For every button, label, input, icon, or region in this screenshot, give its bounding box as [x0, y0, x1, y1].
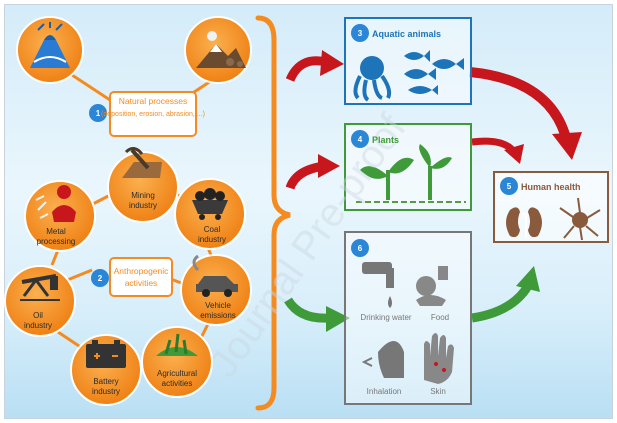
anthropogenic-subtitle: activities [125, 278, 158, 288]
badge-1-number: 1 [96, 109, 101, 118]
oil-pump-icon [20, 274, 60, 301]
source-node-coal [174, 178, 246, 250]
aquatic-animals-title: Aquatic animals [372, 29, 441, 39]
inhalation-label: Inhalation [367, 387, 402, 396]
anthropogenic-label-box [109, 257, 173, 297]
skin-label: Skin [430, 387, 446, 396]
battery-label-2: industry [92, 387, 120, 396]
badge-2-number: 2 [98, 274, 103, 283]
metal-label-1: Metal [46, 227, 66, 236]
human-health-title: Human health [521, 182, 581, 192]
badge-1 [89, 104, 107, 122]
coal-cart-icon [192, 188, 228, 220]
pathway-arrows [284, 50, 582, 332]
battery-icon [86, 340, 126, 368]
coal-label-1: Coal [204, 225, 221, 234]
vehicle-label-2: emissions [200, 311, 236, 320]
source-node-mining [107, 147, 179, 223]
kidney-icon [506, 207, 542, 238]
drinking-water-label: Drinking water [360, 313, 411, 322]
green-arrow-exposure-to-health [471, 283, 532, 323]
natural-processes-subtitle: (deposition, erosion, abrasion, ...) [101, 111, 205, 118]
battery-label-1: Battery [93, 377, 118, 386]
plant-icon [356, 144, 466, 203]
mining-icon [122, 147, 162, 178]
plant-field-icon [156, 333, 198, 356]
agricultural-label-1: Agricultural [157, 369, 197, 378]
skin-hand-icon [424, 333, 454, 384]
badge-5 [500, 177, 518, 195]
fish-icon [404, 50, 464, 95]
plants-title: Plants [372, 135, 399, 145]
red-arrow-aquatic-to-health [469, 67, 571, 140]
badge-2 [91, 269, 109, 287]
badge-3-number: 3 [358, 29, 363, 38]
mountain-sun-icon [196, 31, 246, 68]
inhalation-icon [361, 341, 404, 378]
food-label: Food [431, 313, 449, 322]
badge-4-number: 4 [358, 135, 363, 144]
source-node-vehicle [180, 254, 252, 326]
volcano-icon [30, 22, 70, 68]
green-arrow-to-exposure [284, 297, 331, 323]
vehicle-label-1: Vehicle [205, 301, 231, 310]
grouping-brace [255, 15, 291, 411]
source-node-oil [4, 265, 76, 337]
oil-label-1: Oil [33, 311, 43, 320]
natural-processes-title: Natural processes [119, 96, 188, 106]
source-node-battery [70, 334, 142, 406]
car-icon [192, 254, 238, 297]
natural-processes-label-box [109, 91, 197, 137]
metal-worker-icon [35, 185, 76, 222]
badge-6 [351, 239, 369, 257]
badge-4 [351, 130, 369, 148]
badge-5-number: 5 [507, 182, 512, 191]
agricultural-label-2: activities [162, 379, 193, 388]
mining-label-1: Mining [131, 191, 155, 200]
tap-icon [362, 262, 394, 308]
badge-3 [351, 24, 369, 42]
anthropogenic-title: Anthropogenic [114, 266, 170, 276]
source-node-agricultural [141, 326, 213, 398]
mountain-node [184, 16, 252, 84]
mining-label-2: industry [129, 201, 157, 210]
metal-label-2: processing [37, 237, 76, 246]
volcano-node [16, 16, 84, 84]
octopus-icon [353, 56, 392, 102]
badge-6-number: 6 [358, 244, 363, 253]
source-node-metal [24, 180, 96, 252]
food-icon [416, 266, 448, 306]
oil-label-2: industry [24, 321, 52, 330]
coal-label-2: industry [198, 235, 226, 244]
neuron-icon [559, 197, 601, 241]
